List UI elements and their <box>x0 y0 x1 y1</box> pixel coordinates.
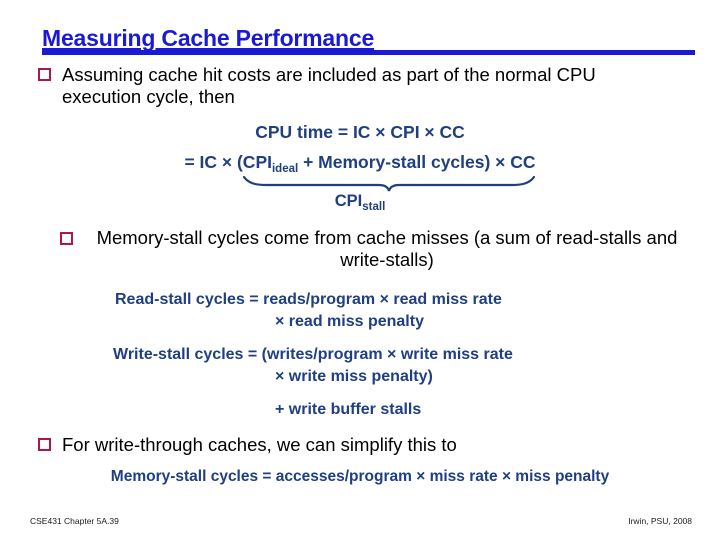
footer-attribution-label: Irwin, PSU, 2008 <box>628 516 692 526</box>
bullet-item-2: Memory-stall cycles come from cache miss… <box>60 227 690 271</box>
write-stall-equation-line-2: × write miss penalty) <box>275 368 433 385</box>
cpi-stall-label-subscript: stall <box>362 201 386 213</box>
bullet-item-3-label: For write-through caches, we can simplif… <box>62 434 457 455</box>
square-bullet-icon <box>38 68 51 81</box>
cpu-time-formula-line-2: = IC × (CPIideal + Memory-stall cycles) … <box>0 152 720 175</box>
cpu-time-formula-line-1: CPU time = IC × CPI × CC <box>255 122 465 142</box>
bullet-item-1: Assuming cache hit costs are included as… <box>38 64 658 108</box>
underbrace-icon <box>243 176 535 192</box>
write-stall-equation: Write-stall cycles = (writes/program × w… <box>113 344 513 388</box>
write-stall-equation-line-1: Write-stall cycles = (writes/program × w… <box>113 346 513 363</box>
formula-line-2-suffix: + Memory-stall cycles) × CC <box>298 152 536 172</box>
write-buffer-stalls-line: + write buffer stalls <box>275 401 422 418</box>
cpi-stall-label-main: CPI <box>334 192 363 210</box>
bullet-item-2-label: Memory-stall cycles come from cache miss… <box>96 227 678 270</box>
page-title-text: Measuring Cache Performance <box>42 25 375 51</box>
formula-line-2-subscript: ideal <box>271 163 299 175</box>
bullet-item-1-label: Assuming cache hit costs are included as… <box>62 64 596 107</box>
square-bullet-icon <box>38 438 51 451</box>
read-stall-equation: Read-stall cycles = reads/program × read… <box>115 289 502 333</box>
square-bullet-icon <box>60 232 73 245</box>
formula-line-2-prefix: = IC × (CPI <box>184 152 272 172</box>
title-underline-rule <box>42 50 695 55</box>
bullet-item-3: For write-through caches, we can simplif… <box>38 434 658 456</box>
read-stall-equation-line-1: Read-stall cycles = reads/program × read… <box>115 291 502 308</box>
footer-course-label: CSE431 Chapter 5A.39 <box>30 516 119 526</box>
cpi-stall-label: CPIstall <box>0 192 720 213</box>
read-stall-equation-line-2: × read miss penalty <box>275 313 424 330</box>
simplified-memory-stall-formula: Memory-stall cycles = accesses/program ×… <box>110 468 610 485</box>
page-title: Measuring Cache Performance <box>42 26 696 51</box>
underbrace-decoration <box>243 176 535 192</box>
